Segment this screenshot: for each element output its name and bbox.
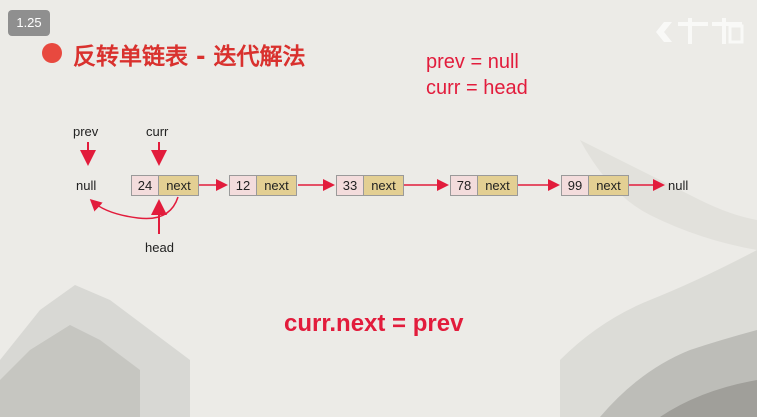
node-value: 33 — [337, 176, 364, 195]
current-statement: curr.next = prev — [284, 310, 464, 337]
code-line-prev-init: prev = null — [426, 51, 519, 73]
list-node: 99 next — [561, 175, 629, 196]
node-next-field: next — [364, 176, 403, 195]
left-null-label: null — [76, 178, 97, 193]
code-line-curr-init: curr = head — [426, 77, 528, 99]
list-node: 78 next — [450, 175, 518, 196]
slide-title: 反转单链表 - 迭代解法 — [73, 44, 306, 70]
curr-next-to-prev-curve — [89, 196, 179, 220]
playback-speed-badge[interactable]: 1.25 — [8, 10, 50, 36]
node-next-field: next — [159, 176, 198, 195]
node-next-field: next — [257, 176, 296, 195]
node-value: 78 — [451, 176, 478, 195]
node-value: 24 — [132, 176, 159, 195]
list-node: 24 next — [131, 175, 199, 196]
node-value: 99 — [562, 176, 589, 195]
title-bullet-dot — [42, 43, 62, 63]
node-next-field: next — [478, 176, 517, 195]
right-null-label: null — [668, 178, 689, 193]
list-node: 33 next — [336, 175, 404, 196]
head-label: head — [145, 240, 174, 255]
node-value: 12 — [230, 176, 257, 195]
leetcode-watermark-logo — [656, 18, 744, 44]
list-node: 12 next — [229, 175, 297, 196]
curr-label: curr — [146, 124, 169, 139]
prev-label: prev — [73, 124, 99, 139]
node-next-field: next — [589, 176, 628, 195]
